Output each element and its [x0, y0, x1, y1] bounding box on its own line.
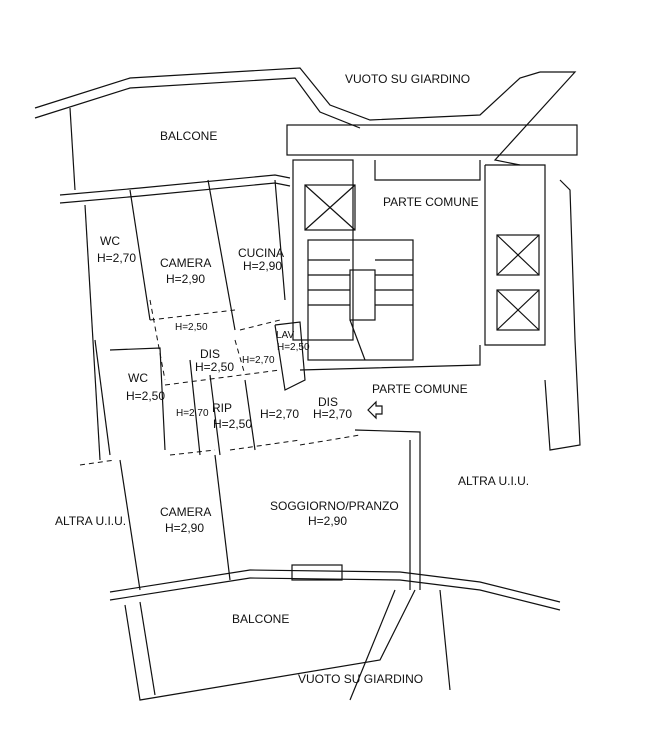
- walls: [34, 67, 581, 701]
- label-dis-1-height: H=2,50: [195, 360, 234, 374]
- label-altra-uiu-right: ALTRA U.I.U.: [458, 474, 529, 488]
- label-height-a: H=2,70: [176, 408, 209, 419]
- label-altra-uiu-left: ALTRA U.I.U.: [55, 514, 126, 528]
- label-wc-1: WC: [100, 234, 120, 248]
- label-dis-2-height: H=2,70: [313, 407, 352, 421]
- label-rip-height: H=2,50: [213, 417, 252, 431]
- label-camera-1-height: H=2,90: [166, 272, 205, 286]
- label-camera-1: CAMERA: [160, 256, 211, 270]
- dashed-openings: [79, 299, 361, 466]
- label-dis-1: DIS: [200, 347, 220, 361]
- label-dis-2: DIS: [318, 395, 338, 409]
- entrance-arrow-icon: [367, 400, 383, 420]
- label-rip: RIP: [212, 401, 232, 415]
- label-vuoto-top: VUOTO SU GIARDINO: [345, 72, 470, 86]
- label-wc-1-height: H=2,70: [97, 251, 136, 265]
- label-wc-2: WC: [128, 371, 148, 385]
- label-vuoto-bottom: VUOTO SU GIARDINO: [298, 672, 423, 686]
- label-camera-2-height: H=2,90: [165, 521, 204, 535]
- label-parte-comune-2: PARTE COMUNE: [372, 382, 468, 396]
- label-height-b: H=2,70: [260, 407, 299, 421]
- label-cucina: CUCINA: [238, 246, 284, 260]
- room-labels: VUOTO SU GIARDINO BALCONE PARTE COMUNE P…: [55, 72, 529, 686]
- label-soggiorno-height: H=2,90: [308, 514, 347, 528]
- label-parte-comune-1: PARTE COMUNE: [383, 195, 479, 209]
- label-lav: LAV: [276, 330, 294, 341]
- label-wc-2-height: H=2,50: [126, 389, 165, 403]
- label-dis-height-2: H=2,70: [242, 355, 275, 366]
- label-balcone-top: BALCONE: [160, 129, 217, 143]
- label-soggiorno: SOGGIORNO/PRANZO: [270, 499, 399, 513]
- label-camera-2: CAMERA: [160, 505, 211, 519]
- stair-treads: [308, 259, 413, 361]
- label-lav-height: H=2,50: [277, 342, 310, 353]
- label-corridor-height: H=2,50: [175, 322, 208, 333]
- label-balcone-bottom: BALCONE: [232, 612, 289, 626]
- label-cucina-height: H=2,90: [243, 259, 282, 273]
